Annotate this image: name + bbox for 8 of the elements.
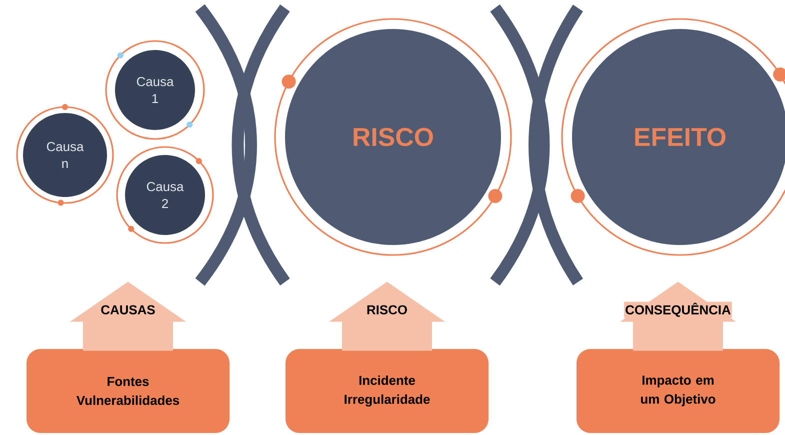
- rounded-box: Incidente Irregularidade: [286, 349, 488, 433]
- rounded-box: Fontes Vulnerabilidades: [26, 349, 230, 433]
- edge-label: CAUSAS: [100, 304, 156, 316]
- edge-label: CONSEQUÊNCIA: [624, 302, 732, 318]
- edge-label: RISCO: [366, 304, 408, 316]
- block-arrow: [70, 282, 186, 351]
- rounded-box: Impacto em um Objetivo: [576, 349, 780, 433]
- block-arrow: [329, 282, 445, 351]
